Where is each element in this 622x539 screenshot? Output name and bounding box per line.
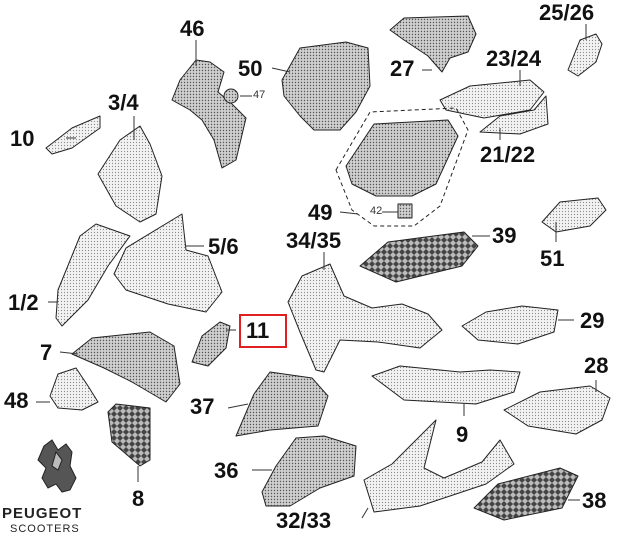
part-32-33-shape[interactable]: [363, 419, 515, 513]
peugeot-lion-icon: [37, 439, 77, 493]
label-part-32-33[interactable]: 32/33: [276, 508, 332, 533]
part-37-shape[interactable]: [235, 371, 329, 437]
label-part-3-4[interactable]: 3/4: [108, 90, 139, 115]
label-part-42[interactable]: 42: [370, 205, 383, 217]
part-39-shape[interactable]: [359, 231, 479, 283]
part-27-shape[interactable]: [389, 15, 477, 73]
brand-name: PEUGEOT: [2, 505, 83, 522]
label-part-7[interactable]: 7: [40, 340, 53, 365]
part-1-2-shape[interactable]: [55, 223, 131, 327]
part-7-shape[interactable]: [71, 331, 181, 403]
label-part-48[interactable]: 48: [4, 388, 29, 413]
label-part-50[interactable]: 50: [238, 56, 263, 81]
label-part-27[interactable]: 27: [390, 56, 415, 81]
label-part-37[interactable]: 37: [190, 394, 215, 419]
label-part-23-24[interactable]: 23/24: [486, 46, 542, 71]
part-25-26-shape[interactable]: [567, 33, 603, 77]
part-38-shape[interactable]: [473, 467, 579, 521]
label-part-34-35[interactable]: 34/35: [286, 228, 342, 253]
label-part-25-26[interactable]: 25/26: [539, 0, 595, 25]
part-29-shape[interactable]: [461, 305, 559, 345]
label-part-9[interactable]: 9: [456, 422, 469, 447]
part-21-22-shape[interactable]: [479, 95, 549, 135]
label-part-29[interactable]: 29: [580, 308, 605, 333]
part-3-4-shape[interactable]: [97, 125, 163, 223]
part-47-shape[interactable]: [223, 88, 239, 104]
label-part-21-22[interactable]: 21/22: [480, 142, 536, 167]
label-part-8[interactable]: 8: [132, 486, 145, 511]
highlight-part-11: [239, 314, 287, 348]
part-34-35-shape[interactable]: [287, 263, 443, 373]
label-part-28[interactable]: 28: [584, 353, 609, 378]
label-part-11[interactable]: 11: [246, 318, 270, 343]
label-part-5-6[interactable]: 5/6: [208, 234, 239, 259]
label-part-36[interactable]: 36: [214, 458, 239, 483]
part-48-shape[interactable]: [49, 367, 99, 411]
label-part-1-2[interactable]: 1/2: [8, 290, 39, 315]
part-50-shape[interactable]: [281, 41, 371, 131]
part-11-shape[interactable]: [191, 321, 231, 367]
label-part-39[interactable]: 39: [492, 223, 517, 248]
label-part-10[interactable]: 10: [10, 126, 35, 151]
part-8-shape[interactable]: [107, 403, 151, 467]
part-10-shape[interactable]: [45, 115, 101, 155]
part-49-shape[interactable]: [345, 119, 459, 197]
part-46-shape[interactable]: [171, 59, 247, 169]
label-part-49[interactable]: 49: [308, 200, 333, 225]
part-5-6-shape[interactable]: [113, 213, 223, 313]
label-part-51[interactable]: 51: [540, 246, 565, 271]
label-part-46[interactable]: 46: [180, 16, 205, 41]
part-51-shape[interactable]: [541, 197, 607, 233]
part-36-shape[interactable]: [261, 435, 357, 507]
label-part-38[interactable]: 38: [582, 488, 607, 513]
part-23-24-shape[interactable]: [439, 79, 545, 119]
part-9-shape[interactable]: [371, 365, 521, 405]
part-28-shape[interactable]: [503, 385, 611, 435]
part-49-group-outline: [335, 107, 469, 227]
part-42-shape[interactable]: [397, 203, 413, 219]
label-part-47[interactable]: 47: [253, 89, 266, 101]
brand-subtitle: SCOOTERS: [10, 523, 80, 535]
